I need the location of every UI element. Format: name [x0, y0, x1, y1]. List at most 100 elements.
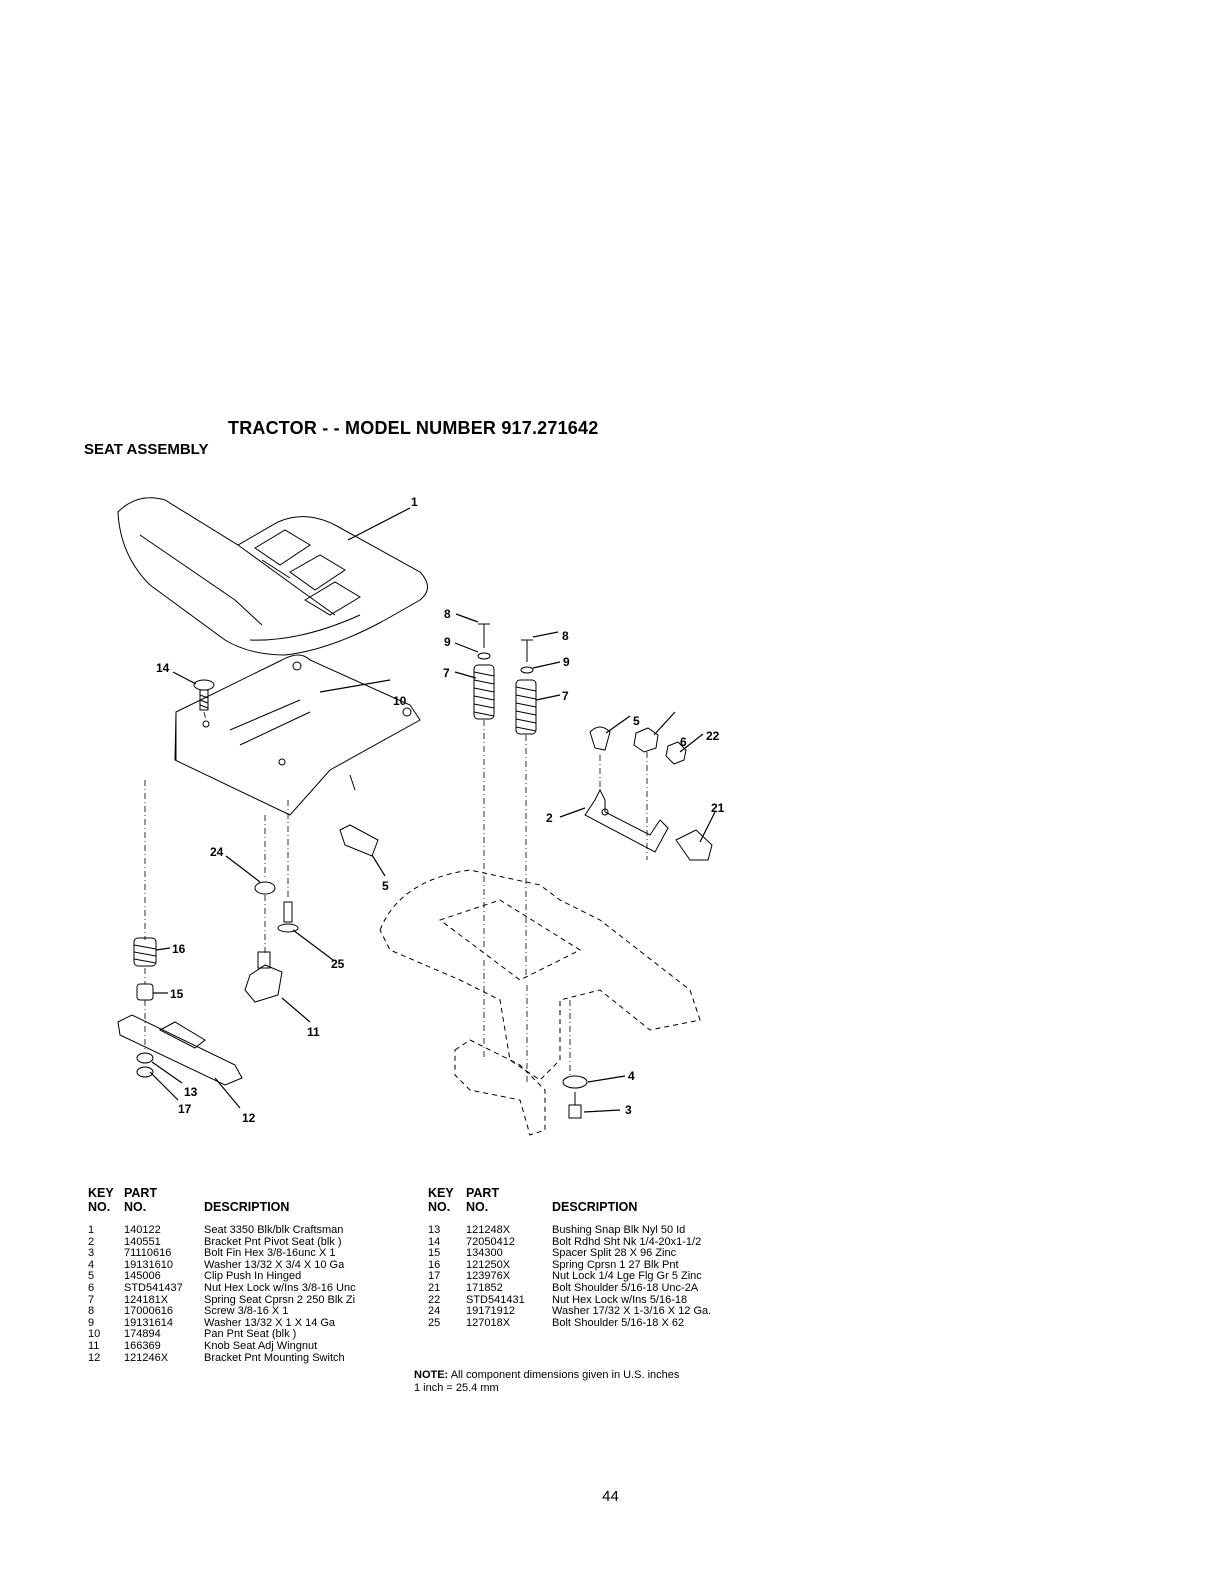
part-description: Bolt Rdhd Sht Nk 1/4-20x1-1/2 — [552, 1235, 702, 1248]
callout-7-right: 7 — [562, 689, 569, 703]
part-number: 140122 — [124, 1224, 161, 1236]
part-description: Washer 13/32 X 1 X 14 Ga — [204, 1316, 336, 1329]
part-key-no: 21 — [428, 1281, 441, 1294]
header-key-no: NO. — [88, 1200, 111, 1214]
section-title: SEAT ASSEMBLY — [84, 441, 209, 458]
part-number: STD541437 — [124, 1281, 183, 1294]
note-conversion: 1 inch = 25.4 mm — [414, 1381, 499, 1394]
part-key-no: 8 — [88, 1305, 95, 1318]
callout-13: 13 — [184, 1085, 198, 1099]
part-description: Spacer Split 28 X 96 Zinc — [552, 1247, 677, 1260]
part-number: 124181X — [124, 1293, 169, 1306]
part-description: Nut Lock 1/4 Lge Flg Gr 5 Zinc — [552, 1270, 702, 1283]
part-number: 166369 — [124, 1339, 161, 1352]
note-text: All component dimensions given in U.S. i… — [450, 1369, 680, 1381]
part-description: Bracket Pnt Mounting Switch — [204, 1351, 345, 1364]
header-key: KEY — [428, 1186, 454, 1200]
callout-8-left: 8 — [444, 607, 451, 621]
callout-6: 6 — [680, 735, 687, 749]
part-number: 121250X — [466, 1258, 511, 1271]
part-description: Screw 3/8-16 X 1 — [204, 1305, 289, 1318]
part-key-no: 9 — [88, 1316, 95, 1329]
part-description: Bolt Shoulder 5/16-18 Unc-2A — [552, 1281, 699, 1294]
parts-row: 9 19131614 Washer 13/32 X 1 X 14 Ga — [88, 1316, 408, 1330]
callout-1: 1 — [411, 495, 418, 509]
part-key-no: 25 — [428, 1316, 441, 1329]
callout-14: 14 — [156, 661, 170, 675]
part-key-no: 6 — [88, 1281, 95, 1294]
part-description: Washer 17/32 X 1-3/16 X 12 Ga. — [552, 1305, 712, 1318]
part-key-no: 11 — [88, 1339, 100, 1352]
part-number: 171852 — [466, 1281, 503, 1294]
seat-drawing — [117, 497, 428, 656]
callout-24: 24 — [210, 845, 224, 859]
callout-15: 15 — [170, 987, 184, 1001]
callout-3: 3 — [625, 1103, 632, 1117]
part-key-no: 16 — [428, 1258, 441, 1271]
callout-12: 12 — [242, 1111, 256, 1125]
parts-row: 5 145006 Clip Push In Hinged — [88, 1271, 408, 1283]
callout-9-left: 9 — [444, 635, 451, 649]
part-description: Nut Hex Lock w/Ins 3/8-16 Unc — [204, 1281, 356, 1294]
part-number: 121246X — [124, 1351, 169, 1364]
part-description: Spring Seat Cprsn 2 250 Blk Zi — [204, 1293, 356, 1306]
page-number: 44 — [602, 1488, 619, 1505]
part-description: Bolt Fin Hex 3/8-16unc X 1 — [204, 1247, 336, 1260]
parts-row: 6 STD541437 Nut Hex Lock w/Ins 3/8-16 Unc — [88, 1281, 408, 1295]
part-number: STD541431 — [466, 1293, 525, 1306]
part-number: 145006 — [124, 1270, 161, 1283]
part-number: 127018X — [466, 1316, 511, 1329]
part-key-no: 4 — [88, 1258, 95, 1271]
part-description: Bracket Pnt Pivot Seat (blk ) — [204, 1235, 342, 1248]
part-key-no: 22 — [428, 1293, 441, 1306]
callout-labels: 1 14 10 8 9 7 8 9 7 5 6 22 2 21 24 5 16 … — [156, 495, 725, 1125]
callout-5-right: 5 — [633, 714, 640, 728]
callout-10: 10 — [393, 694, 407, 708]
part-number: 134300 — [466, 1247, 503, 1260]
header-description: DESCRIPTION — [204, 1200, 290, 1214]
part-description: Nut Hex Lock w/Ins 5/16-18 — [552, 1293, 688, 1306]
parts-row: 22 STD541431 Nut Hex Lock w/Ins 5/16-18 — [428, 1293, 768, 1307]
part-number: 123976X — [466, 1270, 511, 1283]
parts-row: 21 171852 Bolt Shoulder 5/16-18 Unc-2A — [428, 1281, 768, 1295]
seat-pan-drawing — [174, 654, 421, 816]
part-number: 121248X — [466, 1224, 511, 1236]
part-number: 19131614 — [124, 1316, 173, 1329]
callout-5-left: 5 — [382, 879, 389, 893]
header-part: PART — [124, 1186, 158, 1200]
part-number: 19131610 — [124, 1258, 173, 1271]
part-key-no: 14 — [428, 1235, 441, 1248]
callout-7-left: 7 — [443, 666, 450, 680]
callout-16: 16 — [172, 942, 186, 956]
header-key-no: NO. — [428, 1200, 451, 1214]
part-key-no: 17 — [428, 1270, 441, 1283]
header-description: DESCRIPTION — [552, 1200, 638, 1214]
parts-row: 8 17000616 Screw 3/8-16 X 1 — [88, 1306, 408, 1318]
parts-row: 7 124181X Spring Seat Cprsn 2 250 Blk Zi — [88, 1293, 408, 1307]
part-key-no: 13 — [428, 1224, 441, 1236]
part-description: Clip Push In Hinged — [204, 1270, 302, 1283]
part-description: Bushing Snap Blk Nyl 50 Id — [552, 1224, 686, 1236]
header-part-no: NO. — [466, 1200, 489, 1214]
chassis-drawing — [379, 869, 701, 1136]
part-number: 19171912 — [466, 1305, 515, 1318]
parts-table-header: KEY PART NO. NO. DESCRIPTION — [88, 1187, 408, 1215]
part-key-no: 3 — [88, 1247, 95, 1260]
callout-21: 21 — [711, 801, 725, 815]
part-key-no: 5 — [88, 1270, 95, 1283]
header-part-no: NO. — [124, 1200, 147, 1214]
part-key-no: 12 — [88, 1351, 101, 1364]
part-key-no: 7 — [88, 1293, 95, 1306]
callout-2: 2 — [546, 811, 553, 825]
header-part: PART — [466, 1186, 500, 1200]
part-number: 174894 — [124, 1328, 161, 1341]
part-number: 17000616 — [124, 1305, 173, 1318]
parts-row: 12 121246X Bracket Pnt Mounting Switch — [88, 1351, 408, 1365]
